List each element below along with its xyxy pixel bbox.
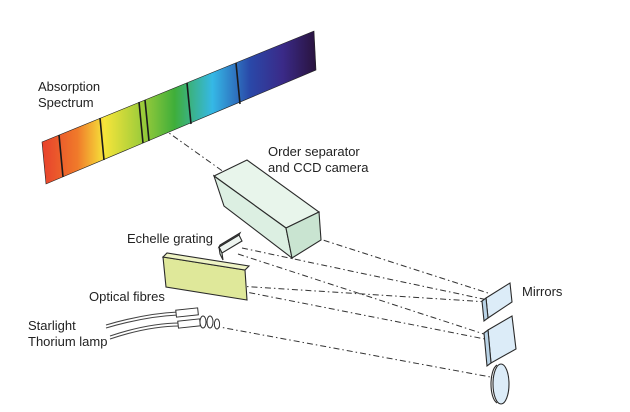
- order-separator-label-line1: Order separator: [268, 144, 360, 159]
- path-grating-to-mirror2: [237, 253, 491, 337]
- ccd-camera-box: [212, 159, 322, 260]
- fibre-upper: [105, 311, 179, 326]
- mirror-3-edge: [490, 364, 498, 404]
- optical-fibres: [105, 307, 221, 340]
- lens-1: [199, 315, 207, 329]
- path-camera-to-mirror1: [297, 231, 489, 294]
- path-spectrum-to-camera: [161, 127, 253, 193]
- fibre-lower: [109, 322, 181, 337]
- absorption-spectrum-label: Absorption Spectrum: [38, 79, 100, 111]
- path-grating-to-mirror1: [241, 247, 489, 301]
- path-fibres-to-mirror2: [235, 289, 491, 341]
- spectrum-strip: [41, 30, 317, 185]
- plate-top: [161, 252, 251, 271]
- mirrors-label: Mirrors: [522, 284, 563, 299]
- starlight-label: Starlight: [28, 318, 76, 333]
- fibre-connector-1: [175, 307, 199, 318]
- path-lens-to-mirror3: [213, 325, 497, 379]
- path-fibres-to-mirror1: [237, 285, 489, 303]
- absorption-line-5: [186, 82, 192, 125]
- thorium-lamp-label: Thorium lamp: [28, 334, 108, 349]
- order-separator-label: Order separator and CCD camera: [268, 144, 368, 176]
- echelle-plate: [161, 252, 251, 301]
- mirrors: [481, 282, 517, 405]
- camera-box-side: [285, 211, 322, 259]
- grating-side: [218, 246, 224, 261]
- mirror-1-face: [485, 282, 513, 319]
- starlight-thorium-label: Starlight Thorium lamp: [28, 318, 107, 350]
- mirror-2-face: [487, 315, 517, 364]
- absorption-spectrum-label-line2: Spectrum: [38, 95, 94, 110]
- order-separator-label-line2: and CCD camera: [268, 160, 369, 175]
- absorption-line-2: [99, 117, 105, 161]
- fibre-connector-2: [177, 318, 201, 329]
- fibre-lower-inner: [109, 325, 181, 340]
- optical-fibres-label: Optical fibres: [89, 289, 165, 304]
- fibre-upper-inner: [105, 314, 179, 329]
- echelle-grating-label: Echelle grating: [127, 231, 213, 246]
- grating-top: [217, 231, 242, 249]
- absorption-line-6: [235, 62, 241, 105]
- absorption-line-1: [58, 134, 64, 178]
- mirror-2-edge: [483, 328, 492, 368]
- echelle-grating: [217, 231, 243, 261]
- absorption-spectrum-label-line1: Absorption: [38, 79, 101, 94]
- mirror-1-edge: [481, 296, 489, 323]
- absorption-line-3: [138, 101, 144, 144]
- lens-2: [206, 315, 214, 329]
- absorption-line-4: [144, 99, 150, 142]
- absorption-spectrum: [41, 30, 317, 185]
- lens-3: [213, 318, 221, 330]
- mirror-3-face: [492, 363, 510, 405]
